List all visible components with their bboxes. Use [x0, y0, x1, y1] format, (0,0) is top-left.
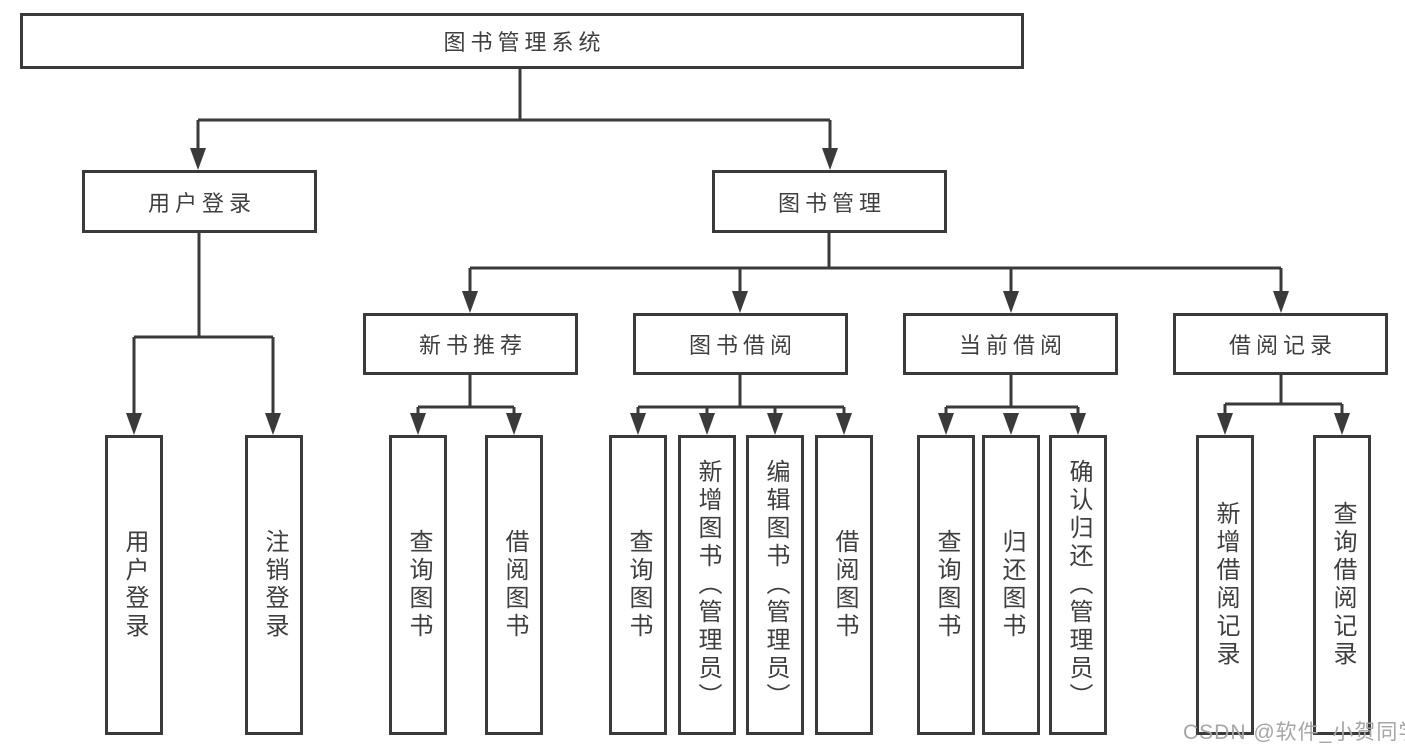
node-records-label: 借阅记录	[1228, 333, 1337, 358]
node-current: 当前借阅	[903, 313, 1118, 375]
node-new-books-label: 新书推荐	[418, 333, 527, 358]
leaf-logout-label: 注销登录	[261, 529, 288, 641]
leaf-records-add-label: 新增借阅记录	[1212, 501, 1239, 669]
connector-root-to-level2	[190, 69, 838, 170]
node-borrowing: 图书借阅	[633, 313, 848, 375]
leaf-newbooks-query: 查询图书	[389, 435, 447, 735]
leaf-logout: 注销登录	[245, 435, 303, 735]
leaf-current-query-label: 查询图书	[933, 529, 960, 641]
leaf-user-login: 用户登录	[105, 435, 163, 735]
connector-new-books-children	[410, 375, 522, 435]
node-root: 图书管理系统	[20, 13, 1024, 69]
leaf-current-confirm-admin-label: 确认归还（管理员）	[1065, 459, 1092, 711]
node-borrowing-label: 图书借阅	[688, 333, 797, 358]
leaf-borrowing-query-label: 查询图书	[625, 529, 652, 641]
node-records: 借阅记录	[1173, 313, 1388, 375]
connector-borrowing-children	[630, 375, 852, 435]
leaf-current-confirm-admin: 确认归还（管理员）	[1049, 435, 1107, 735]
leaf-borrowing-borrow-label: 借阅图书	[831, 529, 858, 641]
leaf-borrowing-query: 查询图书	[609, 435, 667, 735]
leaf-borrowing-edit-admin-label: 编辑图书（管理员）	[762, 459, 789, 711]
leaf-records-query: 查询借阅记录	[1313, 435, 1371, 735]
leaf-borrowing-add-admin: 新增图书（管理员）	[678, 435, 736, 735]
leaf-borrowing-borrow: 借阅图书	[815, 435, 873, 735]
leaf-borrowing-edit-admin: 编辑图书（管理员）	[746, 435, 804, 735]
leaf-newbooks-borrow-label: 借阅图书	[501, 529, 528, 641]
leaf-newbooks-borrow: 借阅图书	[485, 435, 543, 735]
leaf-user-login-label: 用户登录	[121, 529, 148, 641]
node-new-books: 新书推荐	[363, 313, 578, 375]
connector-book-mgmt-to-level3	[462, 233, 1289, 313]
leaf-records-query-label: 查询借阅记录	[1329, 501, 1356, 669]
leaf-borrowing-add-admin-label: 新增图书（管理员）	[694, 459, 721, 711]
leaf-current-return: 归还图书	[982, 435, 1040, 735]
leaf-records-add: 新增借阅记录	[1196, 435, 1254, 735]
leaf-newbooks-query-label: 查询图书	[405, 529, 432, 641]
watermark-text: CSDN @软件_小贺同学	[1183, 721, 1405, 744]
node-user-login: 用户登录	[82, 170, 317, 233]
connector-records-children	[1217, 375, 1350, 435]
node-root-label: 图书管理系统	[443, 30, 606, 55]
connector-current-children	[938, 375, 1086, 435]
leaf-current-return-label: 归还图书	[998, 529, 1025, 641]
node-current-label: 当前借阅	[958, 333, 1067, 358]
node-user-login-label: 用户登录	[147, 190, 256, 216]
leaf-current-query: 查询图书	[917, 435, 975, 735]
node-book-mgmt-label: 图书管理	[777, 190, 886, 216]
connector-user-login-children	[126, 233, 281, 435]
node-book-mgmt: 图书管理	[712, 170, 947, 233]
